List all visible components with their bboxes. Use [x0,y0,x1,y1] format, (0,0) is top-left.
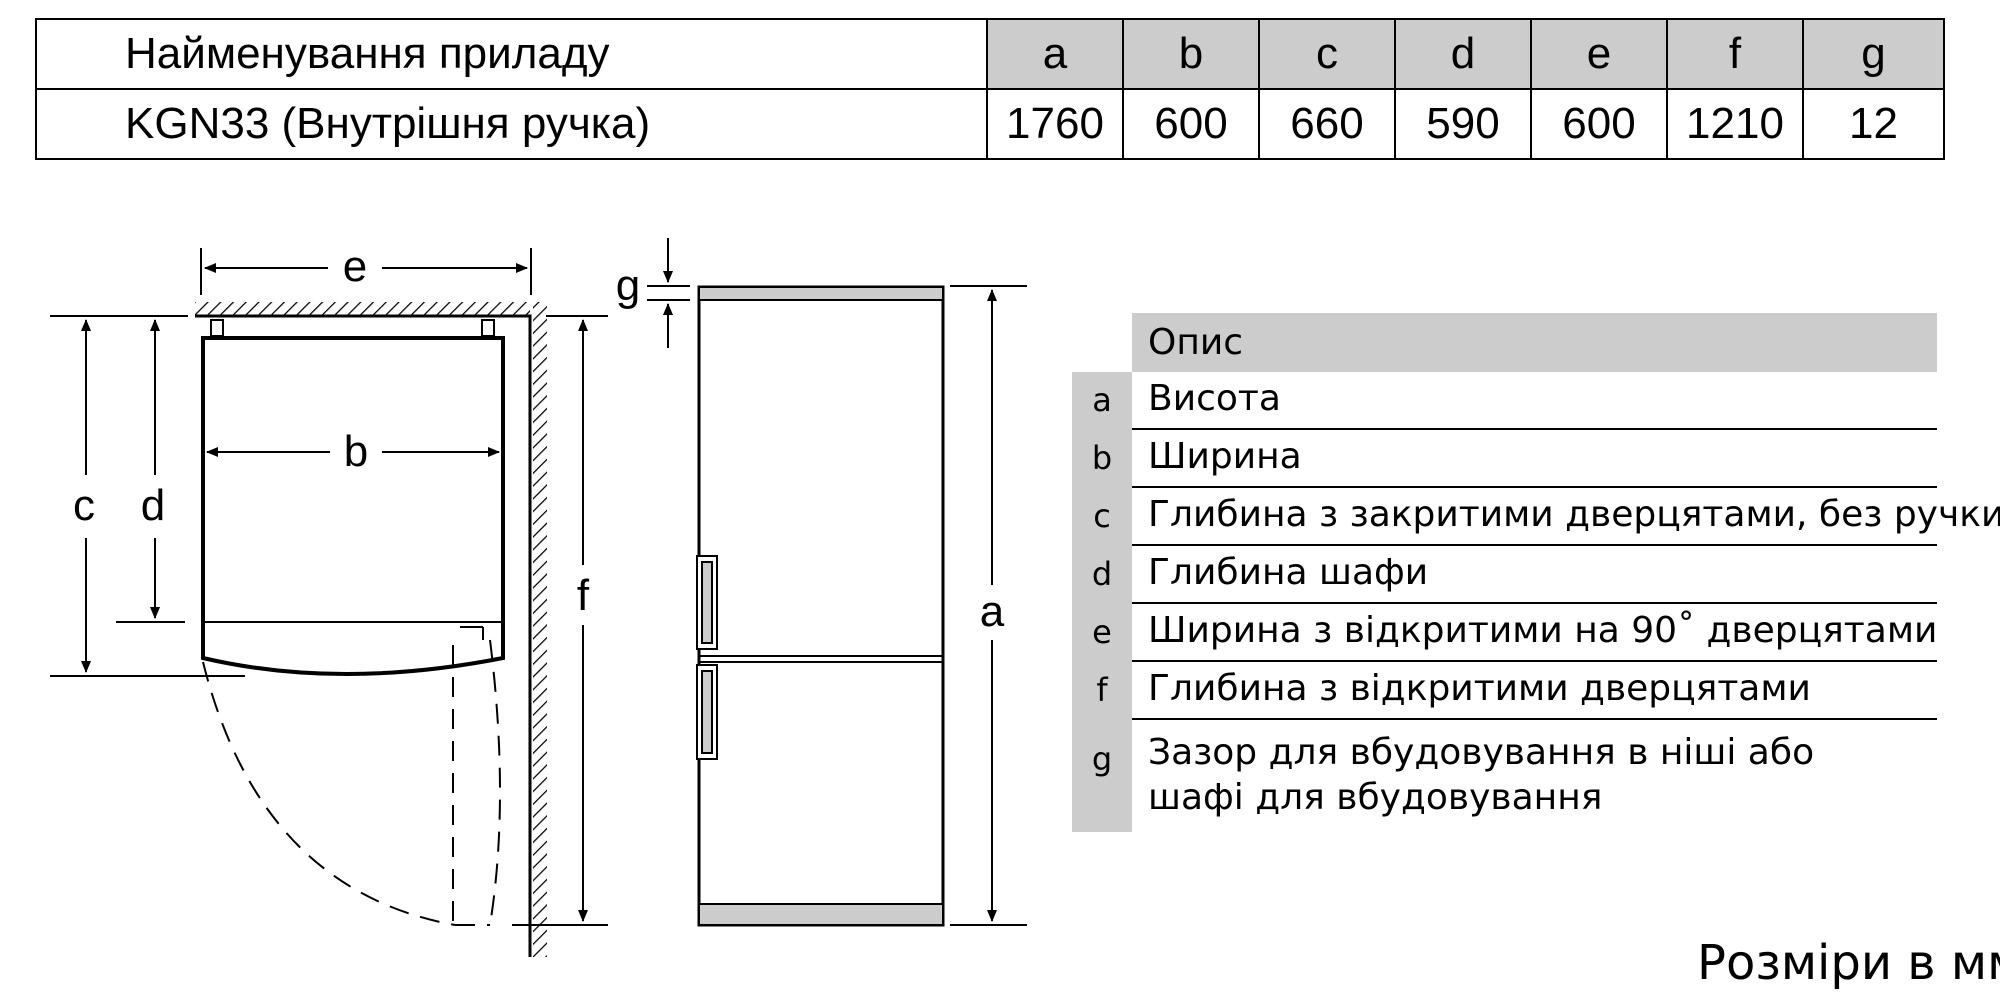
table-header-cell: b [1122,18,1260,90]
dimension-label-f: f [577,571,590,620]
table-header-cell: a [986,18,1124,90]
door-swing [202,639,501,926]
legend-text: Ширина з відкритими на 90˚ дверцятами [1148,610,1938,651]
table-model-name: KGN33 (Внутрішня ручка) [35,88,988,160]
legend-key: b [1072,430,1132,488]
fridge-top-view [201,319,505,676]
legend-divider [1132,660,1937,662]
dimension-f [512,315,608,926]
legend-row: d Глибина шафи [1072,546,2000,604]
legend-row: a Висота [1072,372,2000,430]
table-header-row: Найменування приладу a b c d e f g [35,18,1945,90]
dimension-a [950,285,1027,926]
legend-divider [1132,486,1937,488]
table-header-name: Найменування приладу [35,18,988,90]
legend-divider [1132,428,1937,430]
table-cell: 660 [1258,88,1396,160]
dimension-label-d: d [141,481,165,530]
table-cell: 600 [1122,88,1260,160]
table-header-cell: e [1530,18,1668,90]
table-cell: 1760 [986,88,1124,160]
wall [195,302,547,957]
table-cell: 600 [1530,88,1668,160]
table-cell: 12 [1802,88,1945,160]
table-row: KGN33 (Внутрішня ручка) 1760 600 660 590… [35,88,1945,160]
table-header-cell: c [1258,18,1396,90]
legend-text: Ширина [1148,436,1302,477]
legend-key: e [1072,604,1132,662]
legend-row: c Глибина з закритими дверцятами, без ру… [1072,488,2000,546]
table-cell: 590 [1394,88,1532,160]
table-header-cell: f [1666,18,1804,90]
legend-divider [1132,544,1937,546]
legend-divider [1132,602,1937,604]
dimension-c [50,315,245,677]
dimension-label-c: c [73,481,95,530]
legend-key: g [1072,720,1132,832]
legend: Опис a Висота b Ширина c Глибина з закри… [1072,313,2000,832]
dimension-e [200,248,532,295]
legend-key: a [1072,372,1132,430]
legend-text: Глибина шафи [1148,552,1429,593]
dimension-label-a: a [980,587,1005,636]
legend-row: e Ширина з відкритими на 90˚ дверцятами [1072,604,2000,662]
legend-text: Висота [1148,378,1281,419]
table-cell: 1210 [1666,88,1804,160]
legend-key: f [1072,662,1132,720]
dimension-label-b: b [344,427,368,476]
table-header-cell: g [1802,18,1945,90]
legend-row: f Глибина з відкритими дверцятами [1072,662,2000,720]
table-header-cell: d [1394,18,1532,90]
legend-row: b Ширина [1072,430,2000,488]
legend-text: Глибина з закритими дверцятами, без ручк… [1148,494,2000,535]
fridge-side-view [697,285,945,927]
dimension-label-g: g [616,261,640,310]
legend-title: Опис [1132,313,1937,372]
dimension-g [647,238,690,348]
dimension-d [116,319,185,623]
legend-key: d [1072,546,1132,604]
units-note: Розміри в мм [1697,935,2000,991]
legend-divider [1132,718,1937,720]
legend-text: Глибина з відкритими дверцятами [1148,668,1811,709]
door-handle-lower [696,664,718,760]
dimension-label-e: e [343,242,367,291]
dimensions-table: Найменування приладу a b c d e f g KGN33… [35,18,1945,160]
door-handle-upper [696,555,718,650]
fridge-dimension-drawing: e b c d f [50,238,1027,957]
legend-text: Зазор для вбудовування в ніші або шафі д… [1148,732,1815,818]
legend-key: c [1072,488,1132,546]
legend-row: g Зазор для вбудовування в ніші або шафі… [1072,720,2000,832]
